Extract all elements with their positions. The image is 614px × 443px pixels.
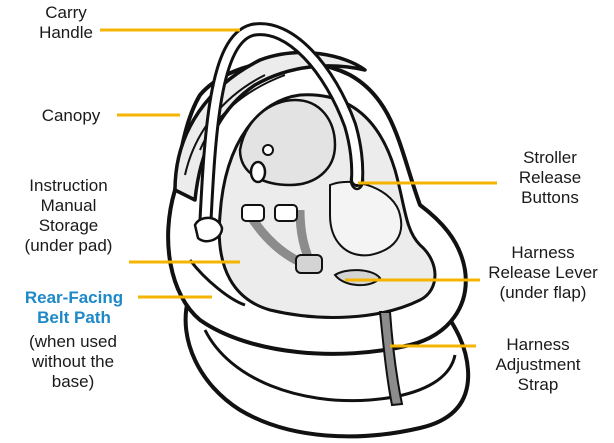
harness-slot [251,162,265,182]
label-harness-release-line-1: Harness [476,243,610,263]
label-rear-facing-note-line-3: base) [20,372,126,392]
handle-pivot [195,218,222,241]
label-adjustment-line-1: Harness [478,335,598,355]
buckle [296,255,322,273]
label-carry-handle-line-1: Carry [32,3,100,23]
label-harness-adjustment-strap: Harness Adjustment Strap [478,335,598,395]
label-harness-release-line-3: (under flap) [476,283,610,303]
label-adjustment-line-3: Strap [478,375,598,395]
label-instruction-line-3: Storage [8,216,129,236]
label-stroller-release-buttons: Stroller Release Buttons [495,148,605,208]
label-rear-facing-note-line-2: without the [20,352,126,372]
chest-clip-left [242,205,264,221]
label-harness-release-line-2: Release Lever [476,263,610,283]
label-harness-release-lever: Harness Release Lever (under flap) [476,243,610,303]
label-stroller-line-3: Buttons [495,188,605,208]
label-instruction-line-1: Instruction [8,176,129,196]
label-instruction-line-2: Manual [8,196,129,216]
label-rear-facing-note: (when used without the base) [20,332,126,392]
label-canopy: Canopy [28,106,114,126]
label-carry-handle: Carry Handle [32,3,100,43]
label-canopy-line-1: Canopy [28,106,114,126]
label-adjustment-line-2: Adjustment [478,355,598,375]
label-carry-handle-line-2: Handle [32,23,100,43]
label-rear-facing-line-2: Belt Path [8,308,140,328]
label-rear-facing-line-1: Rear-Facing [8,288,140,308]
headrest-dot [263,145,273,155]
label-instruction-manual: Instruction Manual Storage (under pad) [8,176,129,256]
label-rear-facing-belt-path: Rear-Facing Belt Path [8,288,140,328]
label-rear-facing-note-line-1: (when used [20,332,126,352]
label-stroller-line-1: Stroller [495,148,605,168]
label-instruction-line-4: (under pad) [8,236,129,256]
chest-clip-right [275,205,297,221]
label-stroller-line-2: Release [495,168,605,188]
